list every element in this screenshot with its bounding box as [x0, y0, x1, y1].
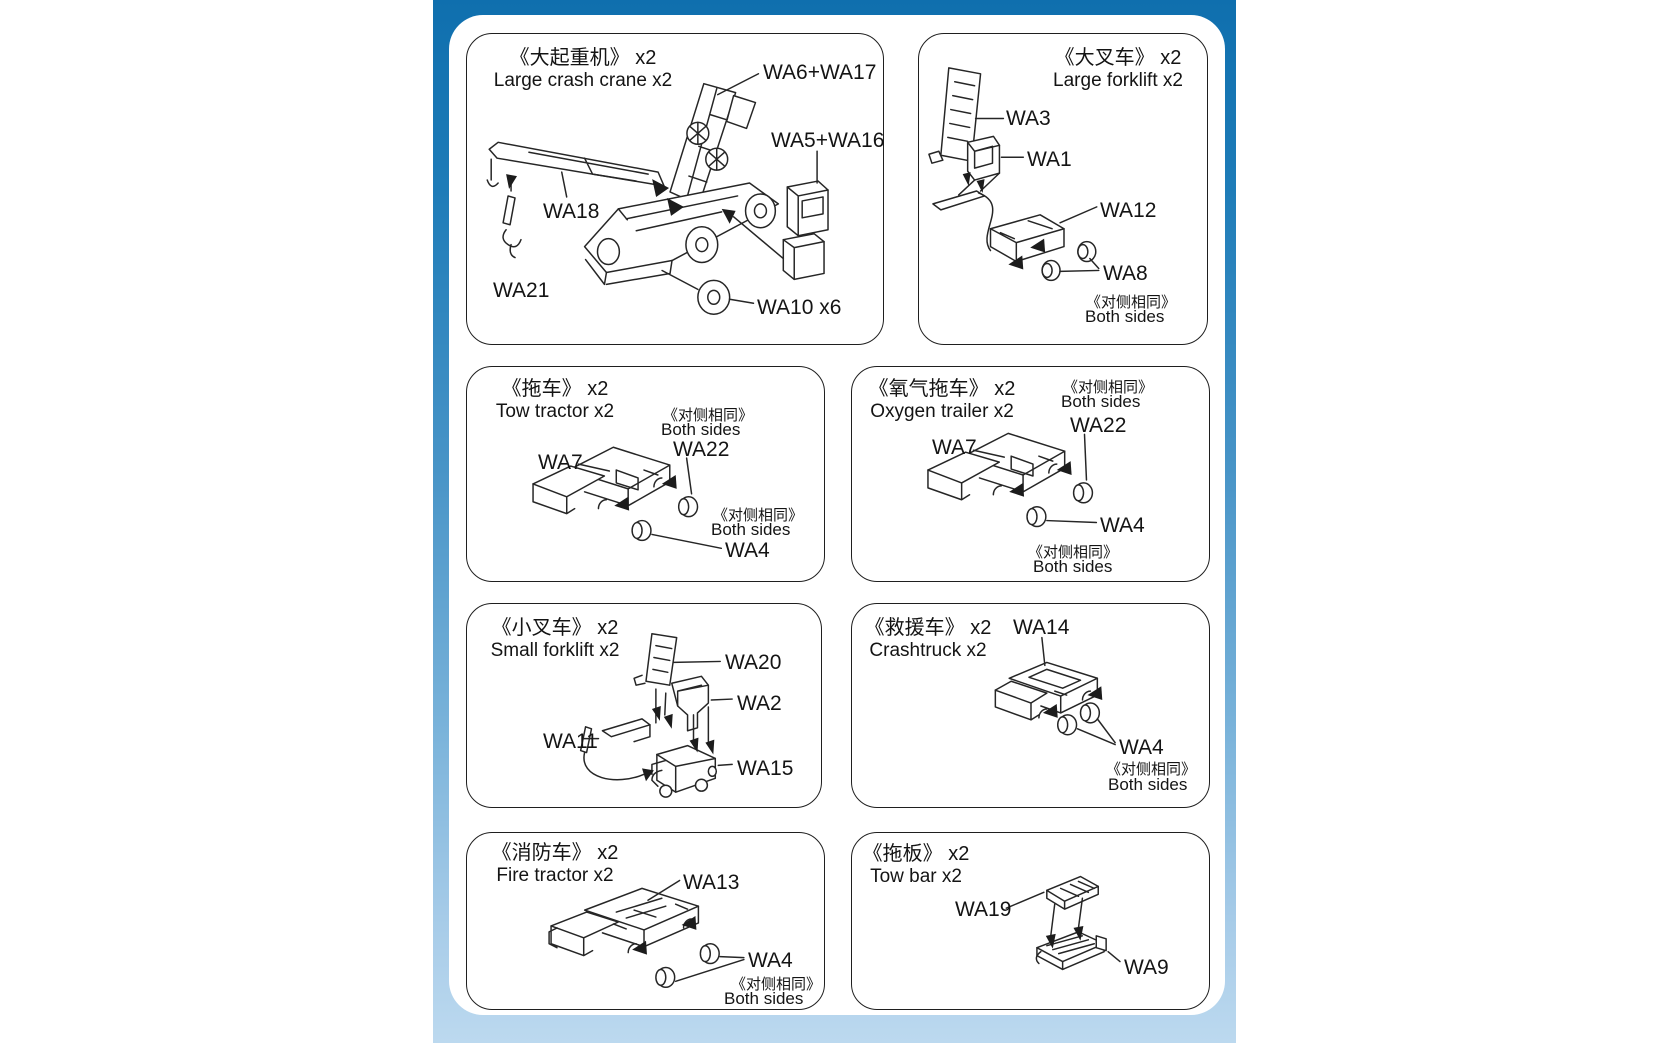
- part-label: WA2: [737, 692, 782, 715]
- panel-title: 《救援车》 x2 Crashtruck x2: [856, 616, 1000, 663]
- part-label: WA7: [932, 436, 977, 459]
- both-sides-note: Both sides: [1061, 392, 1141, 411]
- panel-title-zh: 《消防车》 x2: [491, 842, 619, 864]
- part-label: WA10 x6: [757, 296, 842, 319]
- panel-title: 《小叉车》 x2 Small forklift x2: [479, 616, 631, 663]
- panel-oxygen-trailer: 《氧气拖车》 x2 Oxygen trailer x2 《对侧相同》Both s…: [851, 366, 1210, 582]
- panel-title-zh: 《氧气拖车》 x2: [868, 378, 1016, 400]
- fire-tractor-illustration: [548, 879, 745, 988]
- both-sides-note: Both sides: [661, 420, 741, 439]
- part-label: WA14: [1013, 616, 1070, 639]
- tow-tractor-illustration: [532, 446, 723, 550]
- part-label: WA4: [725, 539, 770, 562]
- part-label: WA21: [493, 279, 550, 302]
- both-sides-note: 《对侧相同》: [1106, 761, 1197, 778]
- part-label: WA19: [955, 898, 1012, 921]
- part-label: WA15: [737, 757, 794, 780]
- part-label: WA11: [543, 730, 598, 753]
- panel-title: 《拖车》 x2 Tow tractor x2: [479, 377, 631, 424]
- both-sides-note: 《对侧相同》: [1063, 379, 1154, 396]
- panel-title-en: Oxygen trailer x2: [870, 401, 1014, 422]
- part-label: WA8: [1103, 262, 1148, 285]
- panel-title-zh: 《大叉车》 x2: [1054, 47, 1182, 69]
- panel-title-en: Crashtruck x2: [869, 640, 987, 661]
- panel-title-zh: 《小叉车》 x2: [491, 617, 619, 639]
- part-label: WA9: [1124, 956, 1169, 979]
- both-sides-note: Both sides: [724, 989, 804, 1008]
- panel-title-zh: 《拖车》 x2: [501, 378, 609, 400]
- both-sides-note: 《对侧相同》: [1028, 544, 1119, 561]
- panel-title-en: Large forklift x2: [1053, 70, 1183, 91]
- panel-title-en: Small forklift x2: [490, 640, 620, 661]
- both-sides-note: Both sides: [1085, 307, 1165, 326]
- panel-title-zh: 《拖板》 x2: [862, 843, 970, 865]
- part-label: WA7: [538, 451, 583, 474]
- panel-title-zh: 《救援车》 x2: [864, 617, 992, 639]
- part-label: WA22: [673, 438, 730, 461]
- part-label: WA22: [1070, 414, 1127, 437]
- large-crash-crane-illustration: [486, 72, 829, 315]
- panel-title-en: Fire tractor x2: [496, 865, 614, 886]
- panel-title: 《大叉车》 x2 Large forklift x2: [1037, 46, 1199, 93]
- both-sides-note: Both sides: [1033, 557, 1113, 576]
- part-label: WA4: [748, 949, 793, 972]
- part-label: WA13: [683, 871, 740, 894]
- crashtruck-illustration: [994, 636, 1116, 746]
- part-label: WA18: [543, 200, 600, 223]
- panel-title: 《拖板》 x2 Tow bar x2: [860, 842, 972, 889]
- both-sides-note: Both sides: [711, 520, 791, 539]
- both-sides-note: 《对侧相同》: [663, 407, 754, 424]
- part-label: WA4: [1119, 736, 1164, 759]
- part-label: WA1: [1027, 148, 1072, 171]
- oxygen-trailer-illustration: [927, 432, 1098, 528]
- both-sides-note: 《对侧相同》: [1086, 294, 1177, 311]
- panel-title-zh: 《大起重机》 x2: [509, 47, 657, 69]
- part-label: WA5+WA16: [771, 129, 885, 152]
- part-label: WA3: [1006, 107, 1051, 130]
- both-sides-note: 《对侧相同》: [713, 507, 804, 524]
- part-label: WA20: [725, 651, 782, 674]
- both-sides-note: Both sides: [1108, 775, 1188, 794]
- panel-title-en: Tow tractor x2: [495, 401, 615, 422]
- panel-title-en: Tow bar x2: [870, 866, 962, 887]
- tow-bar-illustration: [1005, 875, 1121, 971]
- part-label: WA4: [1100, 514, 1145, 537]
- panel-title: 《消防车》 x2 Fire tractor x2: [479, 841, 631, 888]
- small-forklift-illustration: [579, 632, 733, 798]
- part-label: WA12: [1100, 199, 1157, 222]
- both-sides-note: 《对侧相同》: [731, 976, 822, 993]
- panel-title-en: Large crash crane x2: [493, 70, 673, 91]
- panel-title: 《大起重机》 x2 Large crash crane x2: [477, 46, 689, 93]
- panel-title: 《氧气拖车》 x2 Oxygen trailer x2: [858, 377, 1026, 424]
- part-label: WA6+WA17: [763, 61, 877, 84]
- large-forklift-illustration: [928, 67, 1100, 282]
